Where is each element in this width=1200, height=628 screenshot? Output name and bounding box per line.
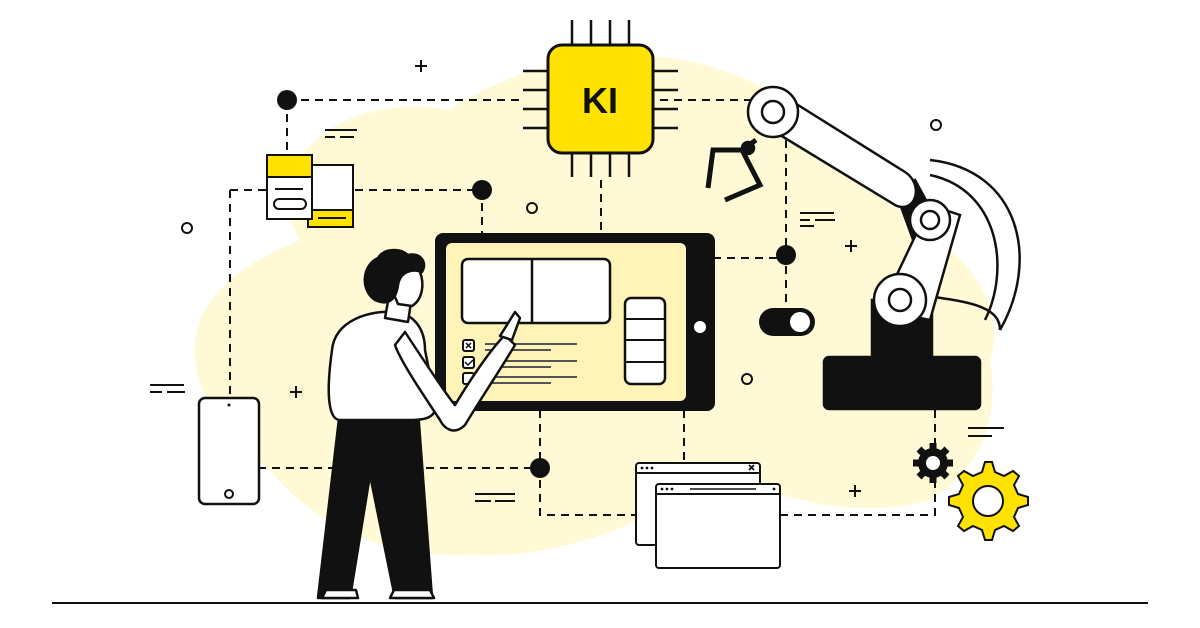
browser-windows — [635, 462, 781, 569]
gear-icon-small — [913, 443, 953, 483]
toggle-switch-icon — [759, 308, 815, 336]
decorations — [150, 60, 1004, 502]
gear-icon-large — [948, 461, 1029, 541]
person-pointing — [316, 248, 522, 600]
tablet-home-button — [694, 321, 706, 333]
connector-nodes — [277, 90, 796, 478]
smartphone — [197, 396, 261, 506]
chip-label: KI — [582, 80, 618, 121]
robot-arm — [705, 85, 1021, 411]
ai-chip: KI — [523, 20, 678, 177]
document-cards — [266, 154, 354, 228]
